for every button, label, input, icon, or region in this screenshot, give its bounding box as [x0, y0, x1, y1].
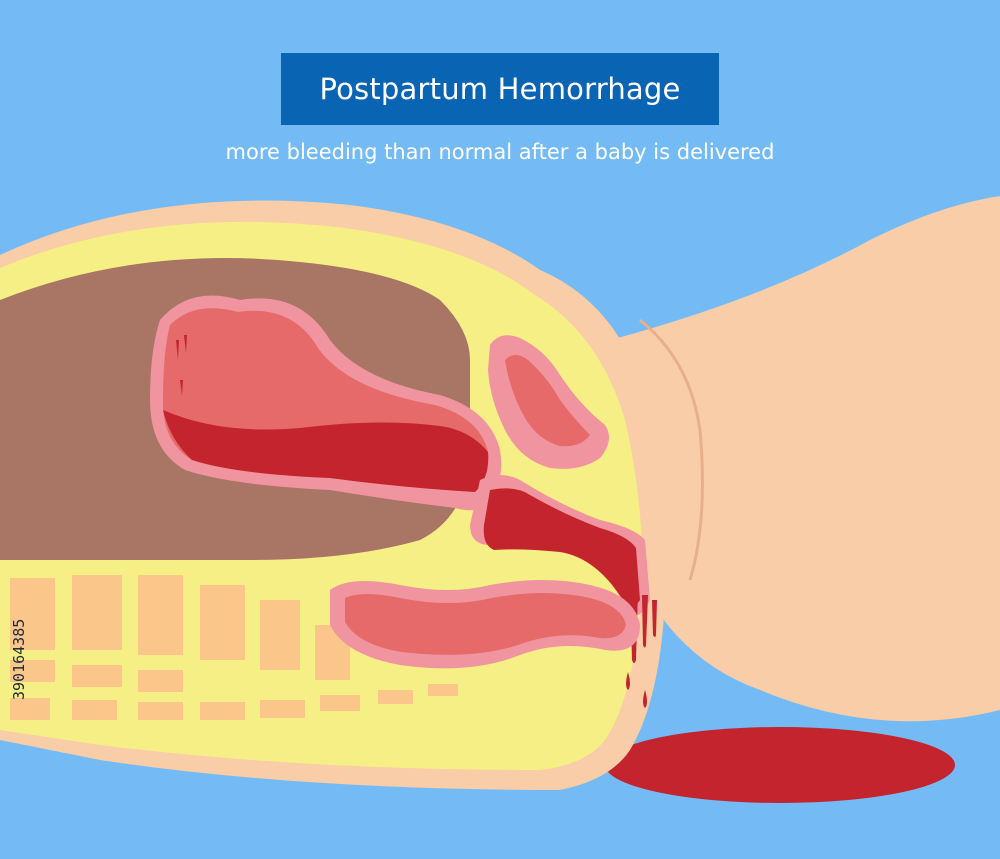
blood-drip [180, 380, 183, 396]
bladder [488, 335, 609, 469]
blood-drip [176, 340, 179, 360]
vertebra [72, 575, 122, 650]
blood-pool [605, 727, 955, 803]
thigh-crease [639, 318, 704, 581]
vertebra [378, 690, 413, 704]
vertebra [138, 575, 183, 655]
page-title: Postpartum Hemorrhage [319, 72, 681, 106]
vertebra [10, 698, 50, 720]
page-subtitle: more bleeding than normal after a baby i… [225, 140, 775, 164]
blood-drip [642, 595, 648, 648]
vertebra [138, 702, 183, 720]
vertebra [72, 700, 117, 720]
bladder-lumen [505, 355, 590, 447]
vertebra [320, 695, 360, 711]
stock-id-label: 390164385 [10, 618, 28, 700]
blood-drop [626, 672, 630, 690]
spine [10, 575, 458, 720]
rectum [330, 580, 640, 669]
vertebra [138, 670, 183, 692]
vaginal-canal-blood [483, 488, 640, 608]
vertebra [200, 702, 245, 720]
vertebra [428, 684, 458, 696]
vertebra [10, 578, 55, 650]
title-banner: Postpartum Hemorrhage [281, 53, 719, 125]
rectum-lumen [345, 593, 626, 655]
vertebra [10, 660, 55, 682]
blood-drop [643, 690, 647, 708]
vertebra [260, 700, 305, 718]
uterine-blood [163, 410, 489, 492]
blood-drip [184, 335, 187, 353]
thigh [610, 196, 1000, 722]
vertebra [72, 665, 122, 687]
vertebra [260, 600, 300, 670]
blood-drip [652, 600, 657, 637]
uterus [150, 295, 502, 511]
vertebra [200, 585, 245, 660]
